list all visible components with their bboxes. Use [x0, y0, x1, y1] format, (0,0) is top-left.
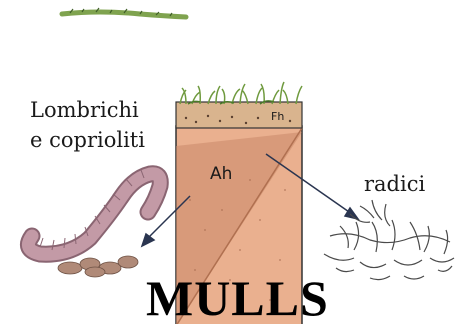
- grass-tuft: [180, 82, 302, 104]
- horizon-fh-label: Fh: [271, 110, 284, 123]
- grass-sketch-top: [62, 8, 186, 17]
- worms-label-line2: e coprioliti: [30, 125, 145, 155]
- horizon-ah-label: Ah: [210, 164, 232, 184]
- earthworm-illustration: [28, 170, 160, 254]
- roots-label: radici: [364, 172, 425, 196]
- diagram-title: MULLS: [146, 272, 329, 324]
- roots-illustration: [324, 200, 454, 280]
- worms-label: Lombrichi e coprioliti: [30, 95, 145, 155]
- worms-label-line1: Lombrichi: [30, 95, 145, 125]
